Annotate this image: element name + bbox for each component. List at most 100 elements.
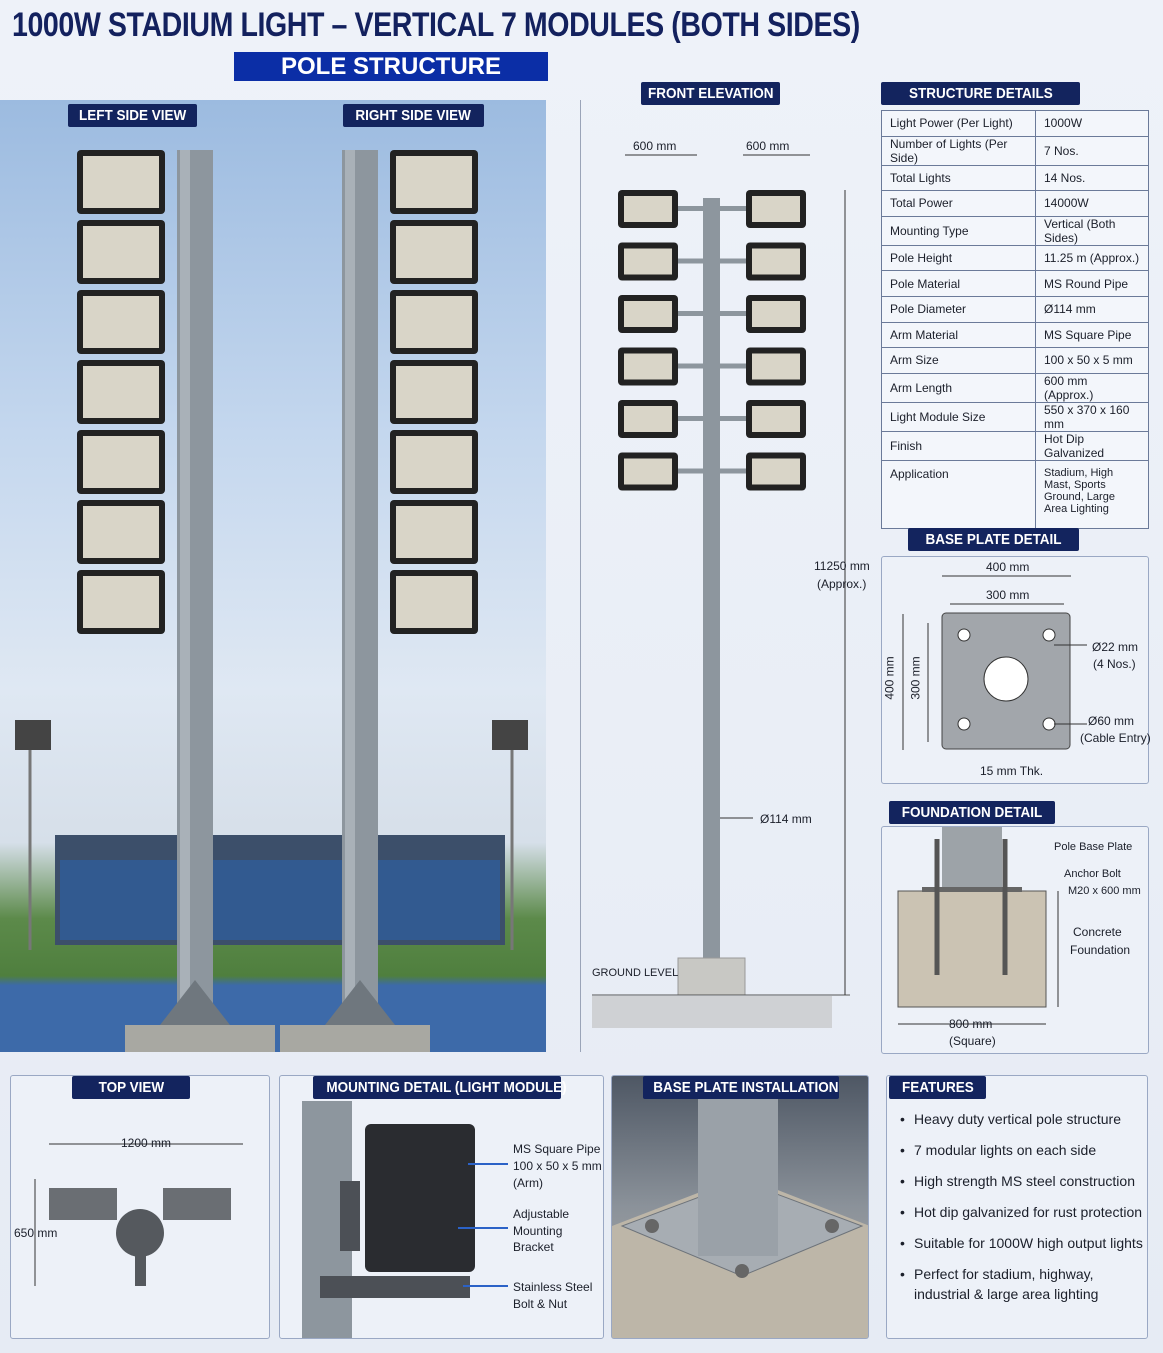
anchor-bolt-size: M20 x 600 mm — [1068, 885, 1141, 897]
led-panel — [624, 248, 672, 275]
front-elevation-label: FRONT ELEVATION — [641, 82, 780, 105]
pole-base-plate-callout: Pole Base Plate — [1054, 841, 1133, 853]
spec-value: Ø114 mm — [1035, 295, 1149, 323]
arm — [678, 258, 746, 264]
foundation-label: Foundation — [1070, 943, 1131, 957]
side-views-photo — [0, 100, 546, 1052]
feature-item: High strength MS steel construction — [900, 1171, 1145, 1191]
page-title: 1000W STADIUM LIGHT – VERTICAL 7 MODULES… — [12, 6, 860, 44]
arm — [678, 206, 746, 211]
callout-square-pipe-note: (Arm) — [513, 1176, 543, 1190]
front-pole — [703, 198, 720, 958]
table-row: Light Power (Per Light)1000W — [881, 110, 1149, 137]
features-list: Heavy duty vertical pole structure7 modu… — [900, 1109, 1145, 1315]
feature-item: Suitable for 1000W high output lights — [900, 1233, 1145, 1253]
spec-label: Pole Material — [881, 270, 1036, 297]
spec-value: MS Square Pipe — [1035, 321, 1149, 349]
left-side-view-label: LEFT SIDE VIEW — [68, 104, 197, 127]
led-panel — [83, 576, 159, 628]
top-view-light-left — [49, 1188, 117, 1220]
top-view-width: 1200 mm — [121, 1136, 172, 1150]
foundation-width-note: (Square) — [949, 1034, 996, 1048]
led-panel — [396, 576, 472, 628]
spec-value: 7 Nos. — [1035, 135, 1149, 166]
led-panel — [396, 226, 472, 278]
callout-bracket-1: Adjustable — [513, 1207, 570, 1221]
base-plate-drawing — [902, 575, 1087, 750]
callout-square-pipe-size: 100 x 50 x 5 mm — [513, 1159, 602, 1173]
led-panel — [752, 406, 800, 432]
spec-label: Pole Diameter — [881, 295, 1036, 323]
concrete-label: Concrete — [1073, 925, 1122, 939]
base-plate-detail-label: BASE PLATE DETAIL — [908, 528, 1079, 551]
arm-left-length: 600 mm — [633, 139, 677, 153]
led-panel — [624, 353, 672, 380]
spec-label: Finish — [881, 430, 1036, 461]
feature-item: Heavy duty vertical pole structure — [900, 1109, 1145, 1129]
led-panel — [624, 406, 672, 432]
spec-label: Application — [881, 459, 1036, 529]
led-panel — [83, 506, 159, 558]
left-pole — [125, 150, 275, 1052]
spec-label: Arm Length — [881, 372, 1036, 403]
top-view-light-right — [163, 1188, 231, 1220]
callout-bolt-2: Bolt & Nut — [513, 1297, 568, 1311]
led-panel — [752, 196, 800, 222]
spec-label: Pole Height — [881, 244, 1036, 272]
spec-label: Light Module Size — [881, 401, 1036, 432]
arm — [678, 311, 746, 316]
divider — [580, 100, 581, 1052]
spec-value: Hot Dip Galvanized — [1035, 430, 1149, 461]
spec-value: 600 mm (Approx.) — [1035, 372, 1149, 403]
square-pipe-arm — [320, 1276, 470, 1298]
led-panel — [624, 196, 672, 222]
arm — [678, 468, 746, 474]
feature-item: Hot dip galvanized for rust protection — [900, 1202, 1145, 1222]
spec-label: Arm Size — [881, 347, 1036, 374]
front-elevation-drawing — [592, 154, 850, 1028]
features-label: FEATURES — [889, 1076, 986, 1099]
spec-value: MS Round Pipe — [1035, 270, 1149, 297]
arm — [678, 416, 746, 421]
background-light-right — [492, 720, 528, 750]
led-panel — [752, 301, 800, 327]
mounting-panel: MS Square Pipe 100 x 50 x 5 mm (Arm) Adj… — [279, 1075, 604, 1339]
pole-height-note: (Approx.) — [817, 577, 867, 591]
concrete-base — [677, 957, 746, 996]
spec-value: Vertical (Both Sides) — [1035, 215, 1149, 246]
led-panel — [396, 506, 472, 558]
plate-width-inner: 300 mm — [986, 588, 1030, 602]
mounting-detail-label: MOUNTING DETAIL (LIGHT MODULE) — [313, 1076, 567, 1099]
light-module-back — [365, 1124, 475, 1272]
base-plate-installation-label: BASE PLATE INSTALLATION — [643, 1076, 839, 1099]
callout-bracket-2: Mounting — [513, 1224, 563, 1238]
right-side-view-label: RIGHT SIDE VIEW — [343, 104, 484, 127]
led-panel — [83, 156, 159, 208]
foundation-panel: Pole Base Plate Anchor Bolt M20 x 600 mm… — [881, 826, 1149, 1054]
led-panel — [396, 296, 472, 348]
base-plate-panel: 400 mm 300 mm 400 mm 300 mm Ø22 mm (4 No… — [881, 556, 1151, 784]
anchor-bolt-callout: Anchor Bolt — [1064, 868, 1121, 880]
spec-label: Total Power — [881, 190, 1036, 217]
table-row: Number of Lights (Per Side)7 Nos. — [881, 135, 1149, 166]
structure-details-label: STRUCTURE DETAILS — [881, 82, 1080, 105]
top-view-pole — [116, 1209, 164, 1257]
led-panel — [752, 353, 800, 380]
top-view-label: TOP VIEW — [72, 1076, 190, 1099]
led-panel — [83, 296, 159, 348]
cable-entry-note: (Cable Entry) — [1080, 731, 1151, 745]
spec-label: Light Power (Per Light) — [881, 110, 1036, 137]
pole-diameter-label: Ø114 mm — [760, 812, 812, 826]
mounting-detail-drawing — [302, 1101, 508, 1338]
stadium-photo-illustration — [15, 150, 528, 1052]
